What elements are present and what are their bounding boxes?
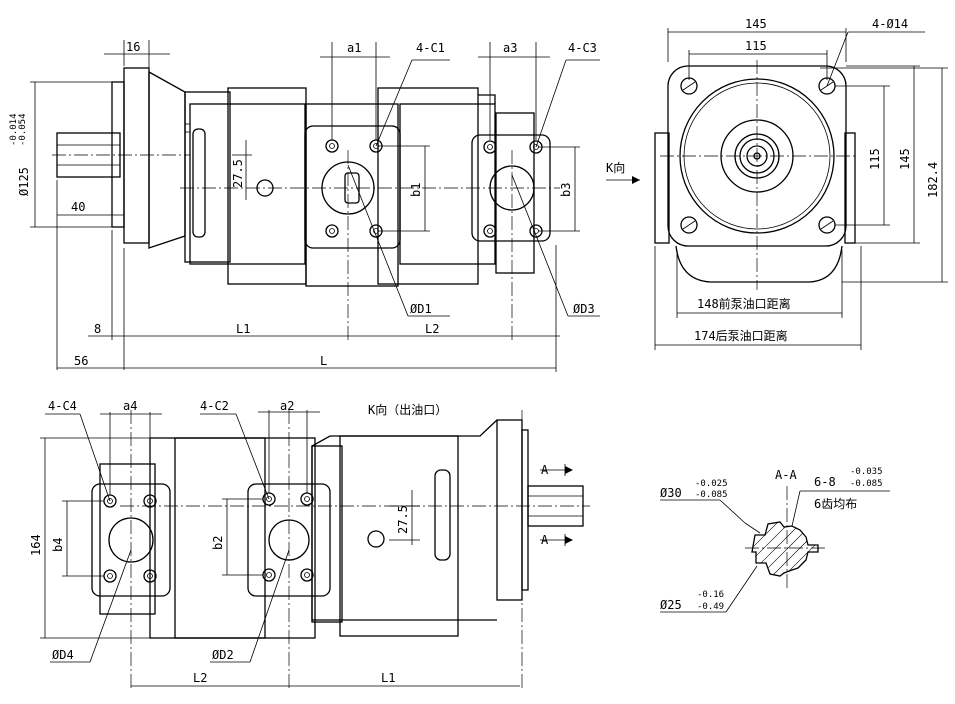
tol-30-upper-label: -0.025 <box>695 479 728 489</box>
dia-25-label: Ø25 <box>660 598 682 612</box>
k-direction-label: K向 <box>606 160 625 175</box>
tol-125-lower-label: -0.054 <box>18 113 28 146</box>
port-d1-label: ØD1 <box>410 302 432 316</box>
dim-56-label: 56 <box>74 354 88 368</box>
port-d3-label: ØD3 <box>573 302 595 316</box>
section-a-bottom-label: A <box>541 533 549 547</box>
dim-b4-label: b4 <box>51 538 65 552</box>
dim-b3-label: b3 <box>559 183 573 197</box>
section-a-top-label: A <box>541 463 549 477</box>
k-view-title: K向（出油口） <box>368 402 447 417</box>
dim-b2-label: b2 <box>211 536 225 550</box>
dim-27-5-top-label: 27.5 <box>231 159 245 188</box>
section-a-a: A-A 6-8 -0.035 -0.085 6齿均布 Ø30 -0.025 -0… <box>660 467 890 613</box>
front-port-distance-label: 148前泵油口距离 <box>697 296 791 311</box>
port-flange-d1 <box>304 125 401 249</box>
dim-115-top-label: 115 <box>745 39 767 53</box>
section-a-a-title: A-A <box>775 468 797 482</box>
dim-a2-label: a2 <box>280 399 294 413</box>
tol-25-upper-label: -0.16 <box>697 590 724 600</box>
k-view: 4-C4 a4 4-C2 a2 K向（出油口） ØD4 ØD2 L2 L1 A … <box>29 399 590 690</box>
bolt-c1-label: 4-C1 <box>416 41 445 55</box>
dim-l2-top-label: L2 <box>425 322 439 336</box>
end-view: 145 115 4-Ø14 115 145 182.4 148前泵油口距离 17… <box>654 17 948 350</box>
spline-teeth-label: 6齿均布 <box>814 497 857 511</box>
dim-182-4-label: 182.4 <box>926 162 940 198</box>
rear-port-distance-label: 174后泵油口距离 <box>694 328 788 343</box>
spline-tol-upper-label: -0.035 <box>850 467 883 477</box>
dim-a4-label: a4 <box>123 399 137 413</box>
dim-a3-label: a3 <box>503 41 517 55</box>
port-d4-label: ØD4 <box>52 648 74 662</box>
dim-l1-top-label: L1 <box>236 322 250 336</box>
dim-a1-label: a1 <box>347 41 361 55</box>
dia-125-label: Ø125 <box>17 167 31 196</box>
dim-8-label: 8 <box>94 322 101 336</box>
dim-l-total-label: L <box>320 354 327 368</box>
holes-14-label: 4-Ø14 <box>872 17 908 31</box>
tol-30-lower-label: -0.085 <box>695 490 728 500</box>
bolt-c4-label: 4-C4 <box>48 399 77 413</box>
dim-l2-bottom-label: L2 <box>193 671 207 685</box>
bolt-c3-label: 4-C3 <box>568 41 597 55</box>
tol-125-upper-label: -0.014 <box>9 113 19 146</box>
dim-16-label: 16 <box>126 40 140 54</box>
dim-164-label: 164 <box>29 534 43 556</box>
tol-25-lower-label: -0.49 <box>697 602 724 612</box>
dim-145-side-label: 145 <box>898 148 912 170</box>
drain-port-k <box>367 530 385 548</box>
dim-l1-bottom-label: L1 <box>381 671 395 685</box>
dim-145-top-label: 145 <box>745 17 767 31</box>
dim-115-side-label: 115 <box>868 148 882 170</box>
spline-tol-lower-label: -0.085 <box>850 479 883 489</box>
spline-spec-label: 6-8 <box>814 475 836 489</box>
dim-b1-label: b1 <box>409 183 423 197</box>
front-elevation-view: 16 a1 4-C1 a3 4-C3 40 ØD1 ØD3 8 L1 L2 56… <box>9 40 640 372</box>
dia-30-label: Ø30 <box>660 486 682 500</box>
dim-27-5-bottom-label: 27.5 <box>396 505 410 534</box>
port-d2-label: ØD2 <box>212 648 234 662</box>
dim-40-label: 40 <box>71 200 85 214</box>
bolt-c2-label: 4-C2 <box>200 399 229 413</box>
